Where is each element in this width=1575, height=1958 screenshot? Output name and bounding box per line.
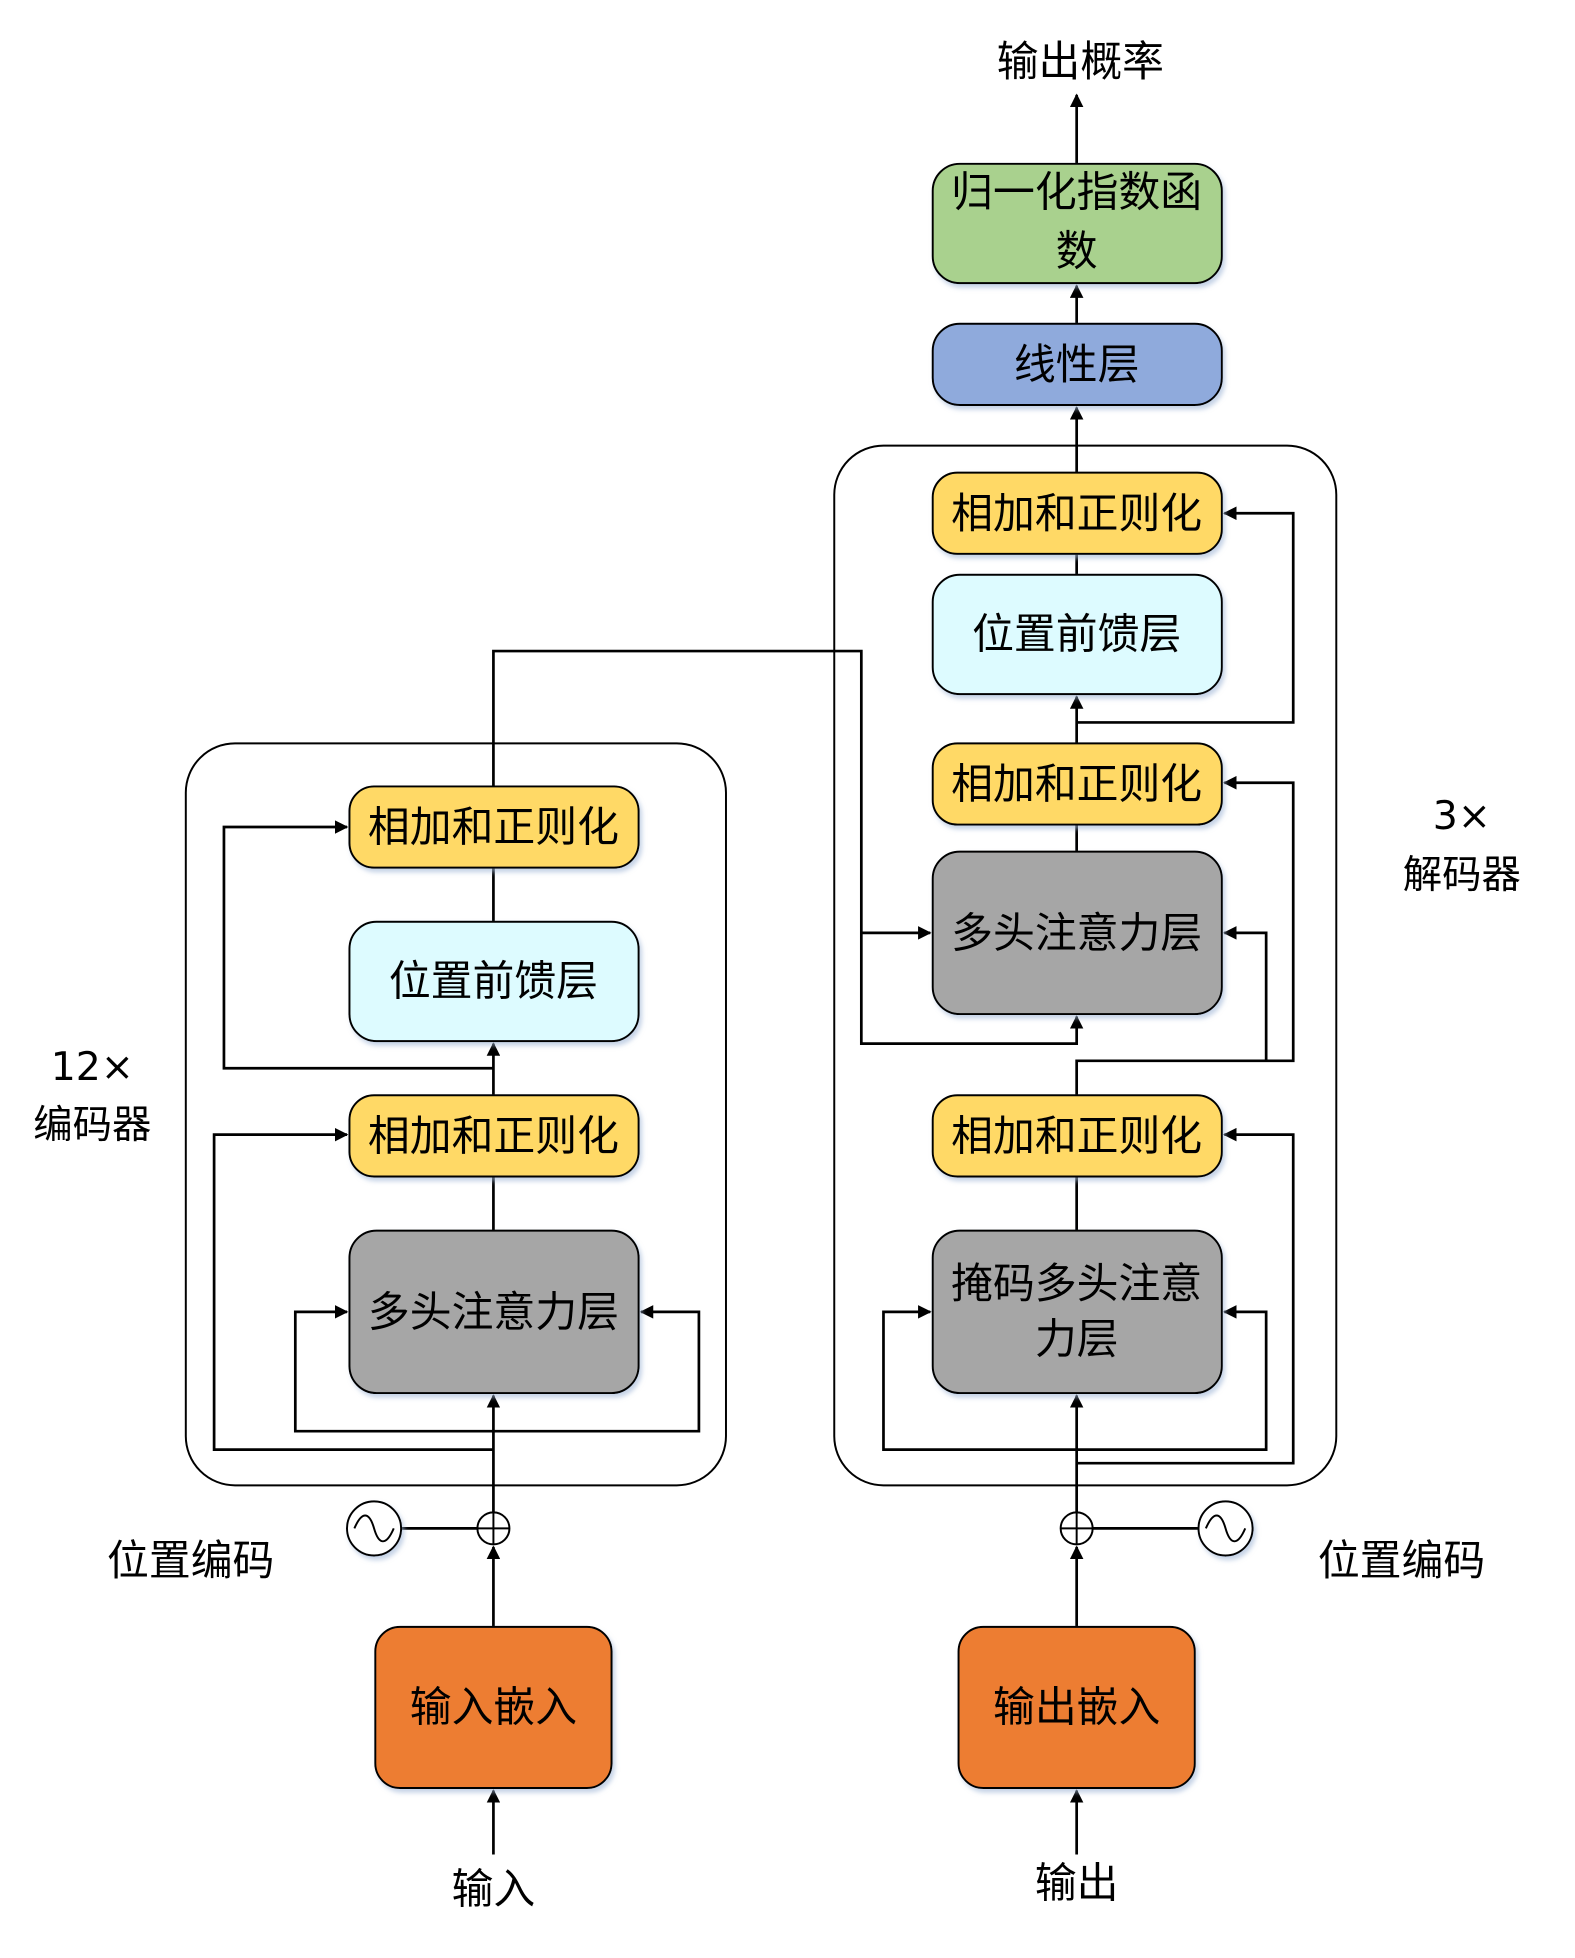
decoder-label: 解码器 (1403, 852, 1521, 898)
label: 位置前馈层 (389, 956, 598, 1005)
encoder-add-norm-top: 相加和正则化 (348, 785, 640, 869)
decoder-pos-encoding-label: 位置编码 (1318, 1536, 1485, 1585)
encoder-label: 编码器 (33, 1102, 151, 1148)
decoder-add-norm-mid: 相加和正则化 (931, 742, 1223, 826)
softmax-label-line2: 数 (1056, 227, 1098, 276)
encoder-pos-encoding-label: 位置编码 (107, 1536, 274, 1585)
input-embedding: 输入嵌入 (374, 1625, 613, 1790)
label: 相加和正则化 (951, 759, 1202, 808)
output-embedding: 输出嵌入 (957, 1625, 1196, 1790)
encoder-add-norm-bottom: 相加和正则化 (348, 1094, 640, 1178)
decoder-multi-head-attention: 多头注意力层 (931, 850, 1223, 1016)
label: 相加和正则化 (368, 1111, 619, 1160)
linear-block: 线性层 (931, 322, 1223, 406)
input-label: 输入 (452, 1864, 536, 1913)
label: 多头注意力层 (368, 1287, 619, 1336)
encoder-repeat: 12× (51, 1044, 134, 1090)
decoder-sine-wave-icon (1197, 1500, 1254, 1557)
label-line2: 力层 (1035, 1314, 1119, 1363)
encoder-add-icon (476, 1511, 511, 1546)
encoder-multi-head-attention: 多头注意力层 (348, 1229, 640, 1395)
decoder-feed-forward: 位置前馈层 (931, 573, 1223, 696)
decoder-container (833, 444, 1338, 1487)
softmax-label-line1: 归一化指数函 (951, 168, 1202, 217)
encoder-container (184, 742, 727, 1487)
decoder-masked-attention: 掩码多头注意 力层 (931, 1229, 1223, 1395)
label: 位置前馈层 (972, 609, 1181, 658)
label: 相加和正则化 (951, 489, 1202, 538)
output-label: 输出 (1035, 1858, 1119, 1907)
decoder-add-norm-bottom: 相加和正则化 (931, 1094, 1223, 1178)
connectors (212, 93, 1295, 1855)
linear-label: 线性层 (1014, 340, 1140, 389)
decoder-repeat: 3× (1433, 793, 1491, 839)
encoder-feed-forward: 位置前馈层 (348, 920, 640, 1043)
label: 输出嵌入 (993, 1682, 1160, 1731)
label: 相加和正则化 (368, 803, 619, 852)
output-probabilities-label: 输出概率 (997, 37, 1164, 86)
label: 相加和正则化 (951, 1111, 1202, 1160)
encoder-sine-wave-icon (346, 1500, 403, 1557)
label: 多头注意力层 (951, 908, 1202, 957)
decoder-add-icon (1059, 1511, 1094, 1546)
label: 输入嵌入 (410, 1682, 577, 1731)
softmax-block: 归一化指数函 数 (931, 162, 1223, 285)
label-line1: 掩码多头注意 (951, 1259, 1202, 1308)
decoder-add-norm-top: 相加和正则化 (931, 471, 1223, 555)
